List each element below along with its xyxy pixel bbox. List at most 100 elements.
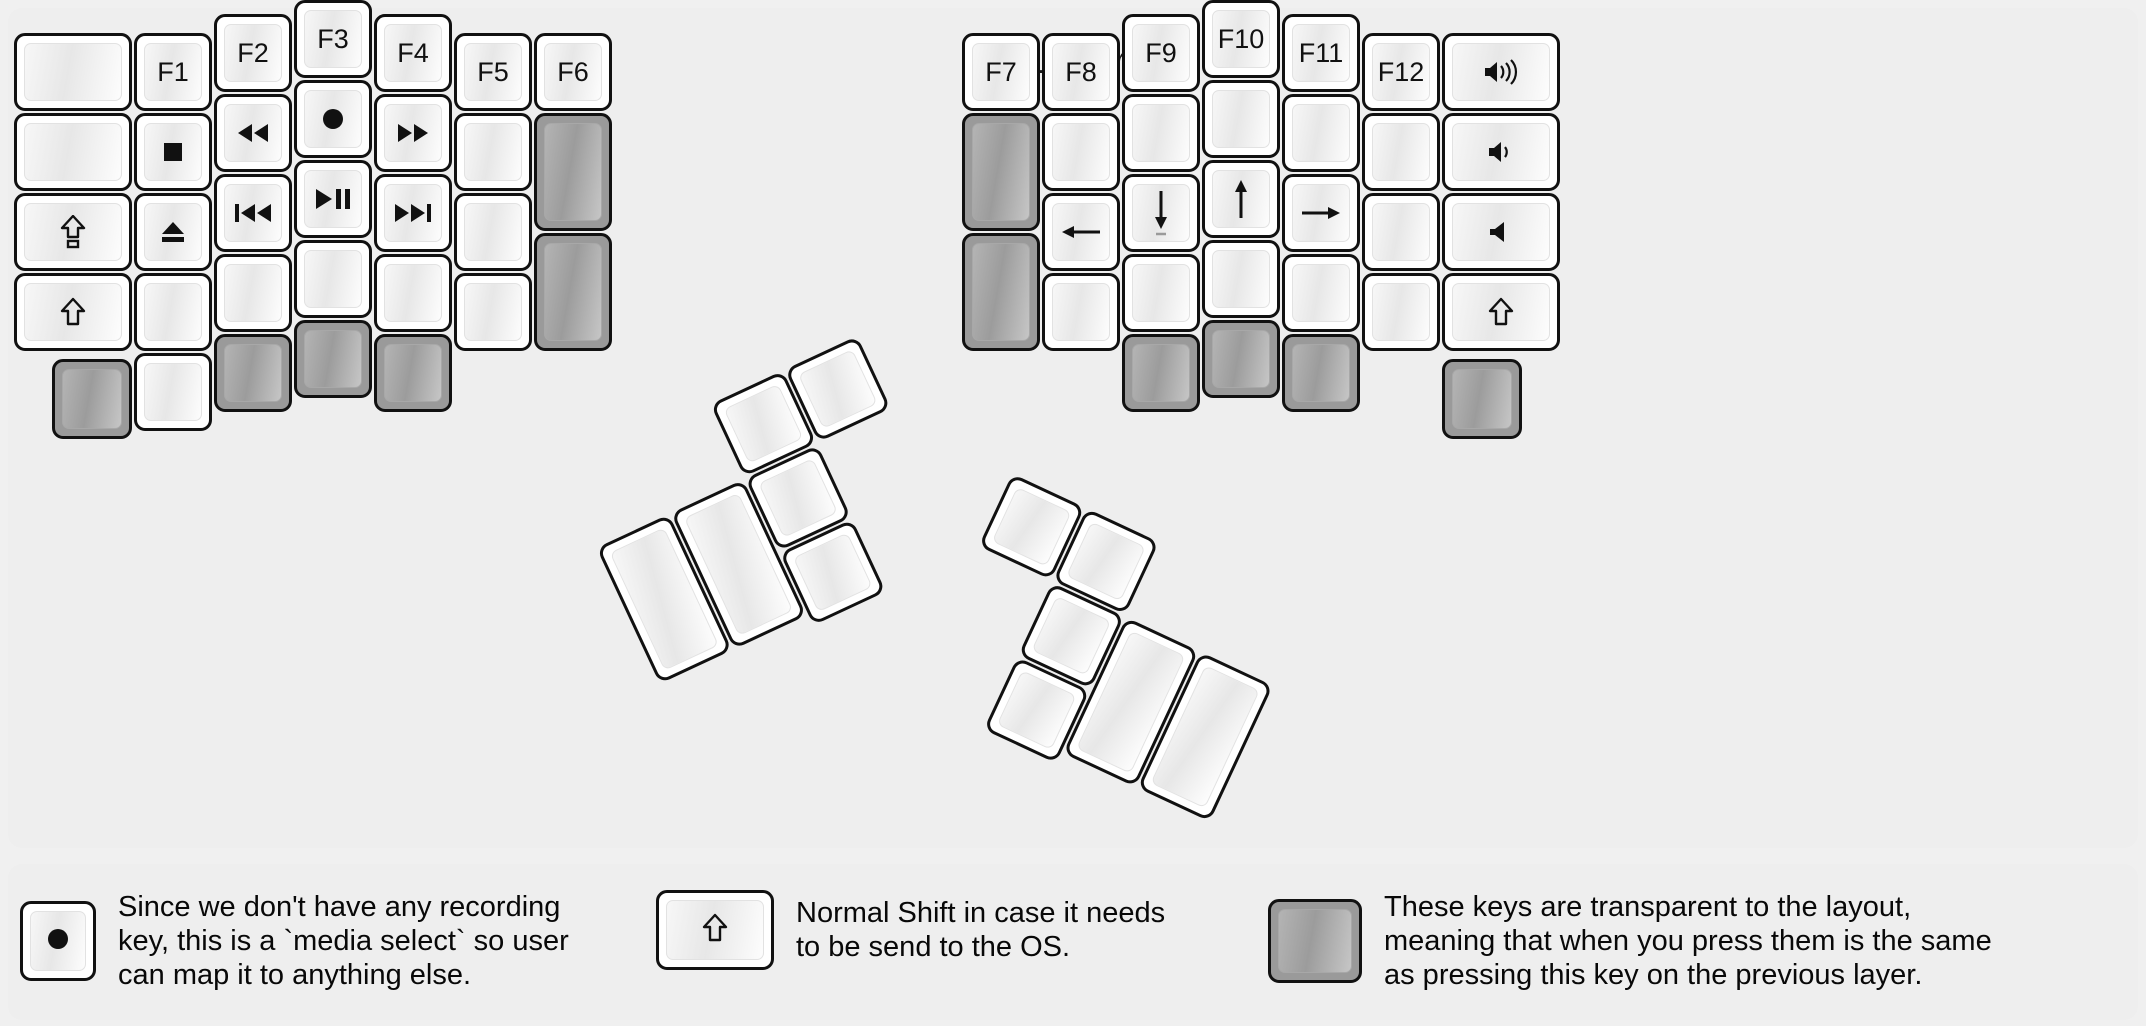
col-f5-key-3[interactable] <box>454 193 532 271</box>
key-f11[interactable]: F11 <box>1282 14 1360 92</box>
col-f1-key-4[interactable] <box>134 273 212 351</box>
col-f4-key-5[interactable] <box>374 334 452 412</box>
col-f9-key-4[interactable] <box>1122 254 1200 332</box>
key-f5[interactable]: F5 <box>454 33 532 111</box>
fast-forward-icon <box>394 122 432 144</box>
keycap-face <box>144 283 202 341</box>
key-f6[interactable]: F6 <box>534 33 612 111</box>
key-shift-arrow[interactable] <box>1442 273 1560 351</box>
key-arrow-down[interactable] <box>1122 174 1200 252</box>
keycap-face: F7 <box>972 43 1030 101</box>
volume-up-icon <box>1482 59 1520 85</box>
right-bottom-transparent[interactable] <box>1442 359 1522 439</box>
keycap-face <box>972 243 1030 341</box>
col-f2-key-5[interactable] <box>214 334 292 412</box>
keycap-face <box>24 283 122 341</box>
keycap-face <box>62 369 122 429</box>
keycap-face <box>1132 344 1190 402</box>
key-arrow-right[interactable] <box>1282 174 1360 252</box>
legend-item-3: These keys are transparent to the layout… <box>1268 890 2144 993</box>
keycap-face <box>792 532 873 613</box>
keycap-face <box>1066 521 1146 602</box>
key-f8[interactable]: F8 <box>1042 33 1120 111</box>
col-f6-key-3[interactable] <box>534 233 612 351</box>
key-shift-lock[interactable] <box>14 193 132 271</box>
legend-keycap-face <box>1278 909 1352 974</box>
col-f6-key-2[interactable] <box>534 113 612 231</box>
key-play-pause[interactable] <box>294 160 372 238</box>
col-f9-key-5[interactable] <box>1122 334 1200 412</box>
keycap-face <box>464 123 522 181</box>
keycap-face <box>384 264 442 322</box>
keycap-face <box>1132 184 1190 242</box>
col-f3-key-5[interactable] <box>294 320 372 398</box>
key-f4[interactable]: F4 <box>374 14 452 92</box>
col-f5-key-2[interactable] <box>454 113 532 191</box>
keycap-face: F10 <box>1212 10 1270 68</box>
eject-icon <box>158 219 188 245</box>
col-f3-key-4[interactable] <box>294 240 372 318</box>
col-f10-key-2[interactable] <box>1202 80 1280 158</box>
col-f2-key-4[interactable] <box>214 254 292 332</box>
col-f11-key-5[interactable] <box>1282 334 1360 412</box>
key-stop[interactable] <box>134 113 212 191</box>
key-arrow-up[interactable] <box>1202 160 1280 238</box>
keycap-face <box>544 243 602 341</box>
legend-text-3: These keys are transparent to the layout… <box>1384 891 1992 992</box>
keycap-face <box>1212 170 1270 228</box>
col-outer-left-key-1[interactable] <box>14 33 132 111</box>
col-f9-key-2[interactable] <box>1122 94 1200 172</box>
keycap-face <box>24 203 122 261</box>
keycap-face <box>464 283 522 341</box>
key-f12[interactable]: F12 <box>1362 33 1440 111</box>
key-f10[interactable]: F10 <box>1202 0 1280 78</box>
col-f12-key-4[interactable] <box>1362 273 1440 351</box>
legend-keycap-face <box>30 911 86 972</box>
key-volume-down[interactable] <box>1442 113 1560 191</box>
keycap-face <box>304 170 362 228</box>
key-arrow-left[interactable] <box>1042 193 1120 271</box>
key-record-dot[interactable] <box>294 80 372 158</box>
col-f10-key-5[interactable] <box>1202 320 1280 398</box>
play-pause-icon <box>313 187 353 211</box>
rewind-icon <box>234 122 272 144</box>
keycap-face <box>144 363 202 421</box>
left-bottom-transparent[interactable] <box>52 359 132 439</box>
keycap-face <box>1031 595 1112 676</box>
col-outer-left-key-2[interactable] <box>14 113 132 191</box>
key-next-track[interactable] <box>374 174 452 252</box>
key-rewind[interactable] <box>214 94 292 172</box>
col-f7-key-3[interactable] <box>962 233 1040 351</box>
col-f4-key-4[interactable] <box>374 254 452 332</box>
key-f7[interactable]: F7 <box>962 33 1040 111</box>
col-f11-key-4[interactable] <box>1282 254 1360 332</box>
keycap-face <box>544 123 602 221</box>
col-f11-key-2[interactable] <box>1282 94 1360 172</box>
key-f9[interactable]: F9 <box>1122 14 1200 92</box>
col-f10-key-4[interactable] <box>1202 240 1280 318</box>
key-f3[interactable]: F3 <box>294 0 372 78</box>
keycap-face <box>1052 203 1110 261</box>
keycap-face <box>1452 369 1512 429</box>
key-label: F9 <box>1145 37 1177 68</box>
key-volume-up[interactable] <box>1442 33 1560 111</box>
key-label: F3 <box>317 23 349 54</box>
key-eject[interactable] <box>134 193 212 271</box>
key-prev-track[interactable] <box>214 174 292 252</box>
legend-keycap-3 <box>1268 899 1362 984</box>
col-f5-key-4[interactable] <box>454 273 532 351</box>
col-f12-key-2[interactable] <box>1362 113 1440 191</box>
col-f12-key-3[interactable] <box>1362 193 1440 271</box>
col-f8-key-4[interactable] <box>1042 273 1120 351</box>
key-shift-arrow[interactable] <box>14 273 132 351</box>
key-f1[interactable]: F1 <box>134 33 212 111</box>
col-f1-key-5[interactable] <box>134 353 212 431</box>
keycap-face <box>1372 283 1430 341</box>
key-fast-forward[interactable] <box>374 94 452 172</box>
keycap-face <box>972 123 1030 221</box>
col-f8-key-2[interactable] <box>1042 113 1120 191</box>
key-volume-mute[interactable] <box>1442 193 1560 271</box>
col-f7-key-2[interactable] <box>962 113 1040 231</box>
key-f2[interactable]: F2 <box>214 14 292 92</box>
